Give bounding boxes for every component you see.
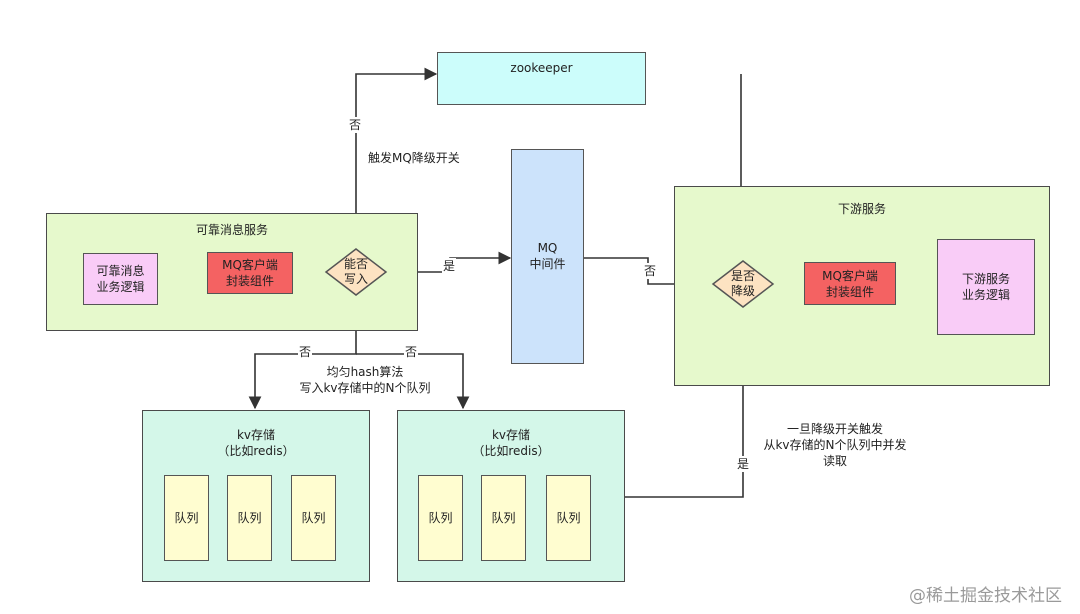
edge-label-no-left: 否 [298, 344, 313, 360]
kv-left-queue-3: 队列 [291, 475, 336, 561]
downgrade-decision-label: 是否 降级 [730, 269, 755, 298]
edge-label-hash-note: 均匀hash算法 写入kv存储中的N个队列 [299, 365, 431, 395]
reliable-biz-logic-box: 可靠消息 业务逻辑 [83, 253, 158, 305]
can-write-decision: 能否 写入 [324, 247, 388, 297]
edge-label-yes-kv: 是 [736, 456, 751, 472]
edge-label-mq-no: 否 [643, 263, 658, 279]
edge-label-no-zookeeper: 否 [348, 117, 363, 133]
mq-middleware-box: MQ 中间件 [511, 149, 584, 364]
watermark-text: @稀土掘金技术社区 [909, 586, 1062, 606]
reliable-mq-client-box: MQ客户端 封装组件 [207, 252, 293, 294]
kv-left-queue-1: 队列 [164, 475, 209, 561]
kv-left-queue-2: 队列 [227, 475, 272, 561]
can-write-decision-label: 能否 写入 [343, 257, 368, 286]
kv-right-queue-3: 队列 [546, 475, 591, 561]
edge-label-downgrade-note: 一旦降级开关触发 从kv存储的N个队列中并发 读取 [763, 422, 907, 468]
edge-decision-to-zookeeper [355, 67, 438, 248]
edge-label-no-right: 否 [404, 344, 419, 360]
kv-right-queue-1: 队列 [418, 475, 463, 561]
edge-decision-to-kv-right [356, 353, 470, 410]
edge-label-trigger-switch: 触发MQ降级开关 [368, 151, 460, 165]
zookeeper-box: zookeeper [437, 52, 646, 105]
downstream-biz-logic-box: 下游服务 业务逻辑 [937, 239, 1035, 335]
kv-store-right-title: kv存储 （比如redis） [472, 428, 550, 458]
edge-label-yes-mq: 是 [442, 258, 457, 274]
downgrade-decision: 是否 降级 [711, 259, 775, 309]
kv-right-queue-2: 队列 [481, 475, 526, 561]
kv-store-left-title: kv存储 （比如redis） [217, 428, 295, 458]
reliable-message-service-title: 可靠消息服务 [195, 223, 268, 237]
downstream-service-title: 下游服务 [837, 202, 886, 216]
downstream-mq-client-box: MQ客户端 封装组件 [804, 262, 896, 305]
